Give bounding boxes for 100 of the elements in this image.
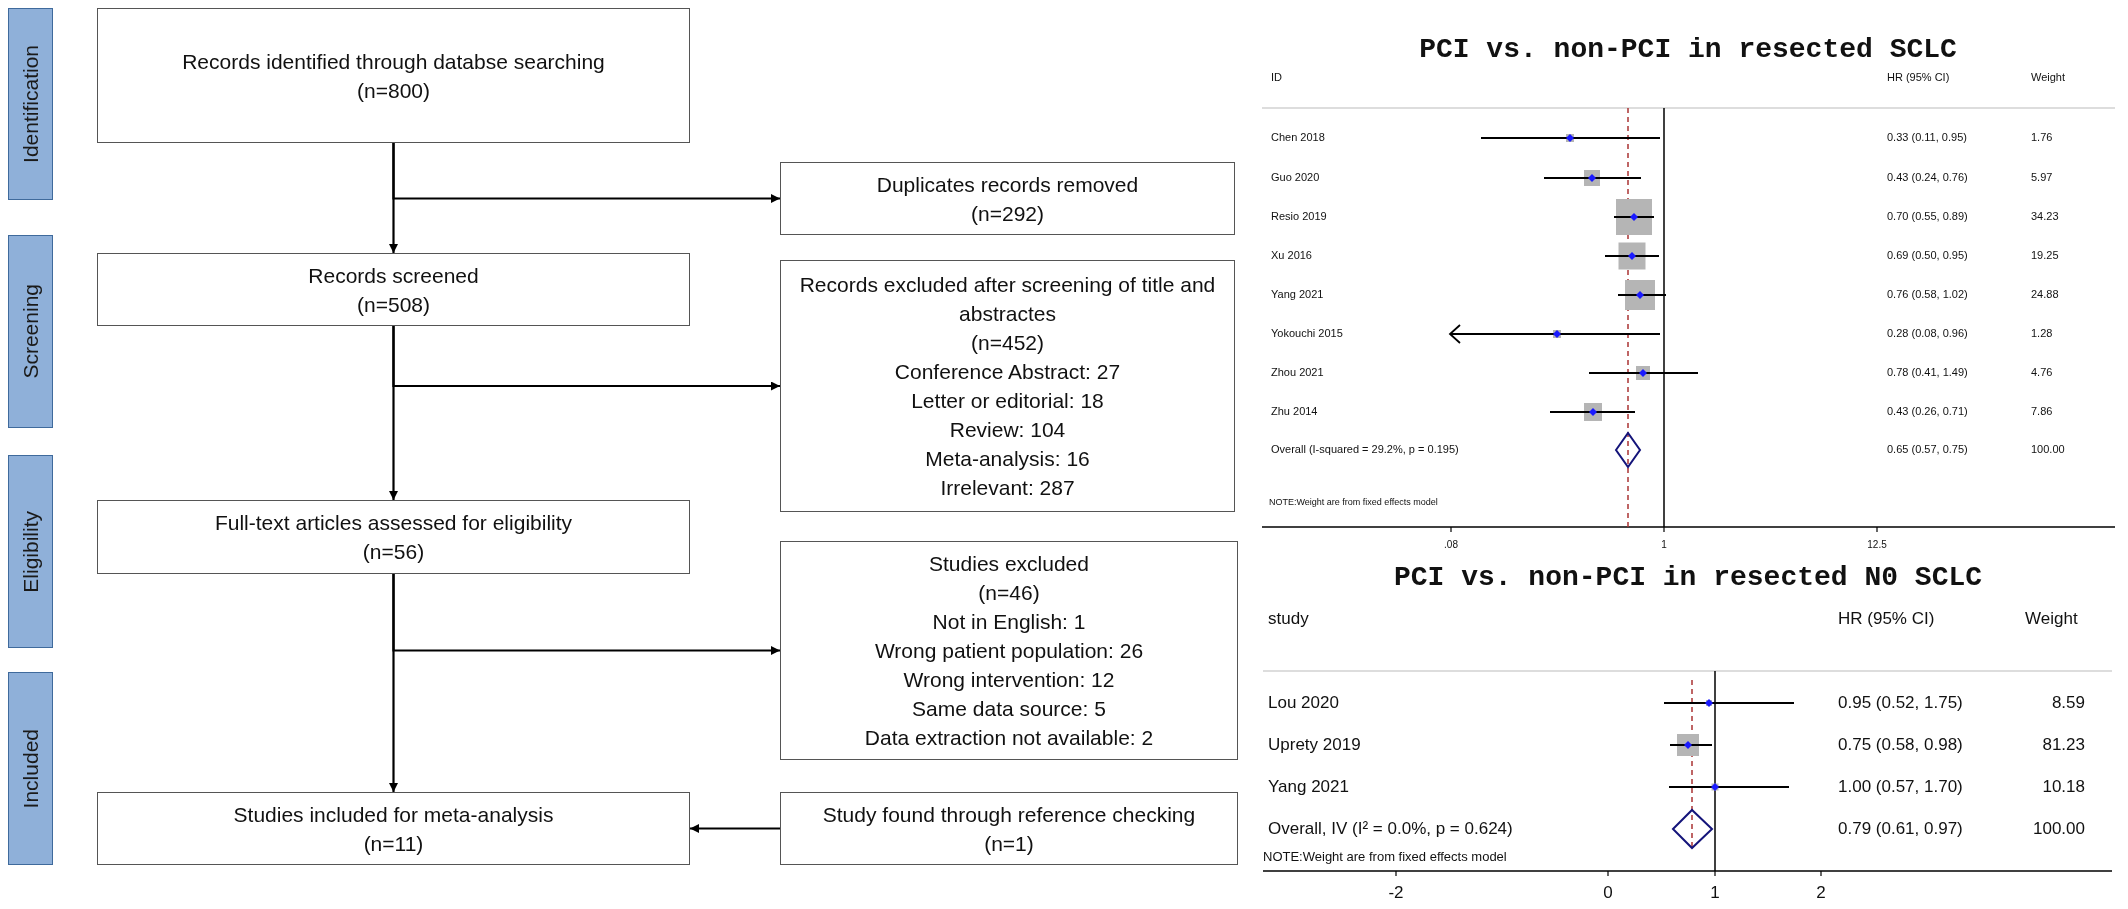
- weight-value: 34.23: [2031, 210, 2059, 224]
- column-header: Weight: [2031, 71, 2066, 85]
- box-text: Conference Abstract: 27: [894, 359, 1121, 385]
- box-text: (n=56): [362, 539, 425, 565]
- study-label: Resio 2019: [1271, 210, 1327, 224]
- stage-band: [8, 235, 53, 428]
- stage-band: [8, 672, 53, 865]
- stage-band: [8, 8, 53, 200]
- hr-value: 0.95 (0.52, 1.75): [1838, 692, 1963, 714]
- box-text: Review: 104: [949, 417, 1066, 443]
- study-label: Overall, IV (I² = 0.0%, p = 0.624): [1268, 818, 1513, 840]
- chart-title: PCI vs. non-PCI in resected SCLC: [1419, 33, 1957, 67]
- process-box: [97, 8, 690, 143]
- process-box: [97, 500, 690, 574]
- arrow: [392, 574, 780, 655]
- study-label: Overall (I-squared = 29.2%, p = 0.195): [1271, 443, 1459, 457]
- study-label: Chen 2018: [1271, 131, 1325, 145]
- study-label: Yang 2021: [1271, 288, 1324, 302]
- chart-title: PCI vs. non-PCI in resected N0 SCLC: [1393, 561, 1983, 595]
- box-text: Records screened: [308, 262, 479, 289]
- box-text: (n=800): [357, 77, 430, 104]
- box-text: Not in English: 1: [932, 609, 1086, 635]
- weight-value: 4.76: [2031, 366, 2053, 380]
- stage-label: Identification: [18, 45, 43, 163]
- arrow: [392, 143, 780, 203]
- column-header: Weight: [2025, 608, 2078, 630]
- hr-value: 0.33 (0.11, 0.95): [1887, 131, 1967, 145]
- hr-value: 0.78 (0.41, 1.49): [1887, 366, 1968, 380]
- arrow: [392, 326, 780, 391]
- box-text: Wrong patient population: 26: [874, 638, 1144, 664]
- axis-tick-label: 1: [1661, 539, 1667, 551]
- box-text: Studies included for meta-analysis: [233, 801, 554, 828]
- hr-value: 1.00 (0.57, 1.70): [1838, 776, 1963, 798]
- box-text: Studies excluded: [929, 551, 1089, 577]
- study-label: Zhou 2021: [1271, 366, 1324, 380]
- box-text: Same data source: 5: [912, 696, 1106, 722]
- hr-value: 0.75 (0.58, 0.98): [1838, 734, 1963, 756]
- column-header: ID: [1271, 71, 1282, 85]
- weight-value: 5.97: [2031, 171, 2053, 185]
- box-text: Records excluded after screening of title and abstractes: [798, 272, 1217, 327]
- box-text: Wrong intervention: 12: [903, 667, 1115, 693]
- box-text: Records identified through databse searching: [182, 48, 605, 75]
- axis-tick-label: 0: [1603, 882, 1613, 904]
- column-header: HR (95% CI): [1887, 71, 1950, 85]
- box-text: (n=452): [971, 330, 1044, 356]
- weight-value: 7.86: [2031, 405, 2053, 419]
- process-box: [97, 792, 690, 865]
- hr-value: 0.70 (0.55, 0.89): [1887, 210, 1968, 224]
- hr-value: 0.43 (0.24, 0.76): [1887, 171, 1968, 185]
- process-box: [780, 792, 1238, 865]
- weight-value: 100.00: [2033, 818, 2085, 840]
- hr-value: 0.43 (0.26, 0.71): [1887, 405, 1968, 419]
- study-label: Yang 2021: [1268, 776, 1349, 798]
- hr-value: 0.69 (0.50, 0.95): [1887, 249, 1968, 263]
- box-text: (n=11): [363, 830, 424, 857]
- study-label: Xu 2016: [1271, 249, 1312, 263]
- stage-label: Included: [18, 728, 43, 809]
- column-header: HR (95% CI): [1838, 608, 1935, 630]
- note-text: NOTE:Weight are from fixed effects model: [1269, 496, 1438, 508]
- box-text: Meta-analysis: 16: [925, 446, 1090, 472]
- study-label: Zhu 2014: [1271, 405, 1318, 419]
- note-text: NOTE:Weight are from fixed effects model: [1263, 849, 1507, 865]
- box-text: (n=46): [978, 580, 1040, 606]
- box-text: (n=292): [971, 200, 1044, 227]
- study-label: Guo 2020: [1271, 171, 1320, 185]
- weight-value: 8.59: [2051, 692, 2085, 714]
- hr-value: 0.65 (0.57, 0.75): [1887, 443, 1968, 457]
- study-label: Uprety 2019: [1268, 734, 1361, 756]
- axis-tick-label: -2: [1388, 882, 1404, 904]
- process-box: [780, 541, 1238, 760]
- stage-label: Eligibility: [18, 510, 43, 593]
- weight-value: 1.76: [2031, 131, 2053, 145]
- column-header: study: [1268, 608, 1309, 630]
- axis-tick-label: .08: [1444, 539, 1458, 551]
- box-text: Letter or editorial: 18: [911, 388, 1104, 414]
- box-text: (n=1): [984, 830, 1034, 857]
- weight-value: 100.00: [2031, 443, 2065, 457]
- box-text: Irrelevant: 287: [940, 475, 1075, 501]
- study-label: Yokouchi 2015: [1271, 327, 1343, 341]
- weight-value: 81.23: [2042, 734, 2085, 756]
- box-text: Full-text articles assessed for eligibility: [214, 510, 573, 536]
- weight-value: 10.18: [2042, 776, 2085, 798]
- process-box: [780, 260, 1235, 512]
- arrow: [690, 824, 780, 833]
- process-box: [780, 162, 1235, 235]
- box-text: Data extraction not available: 2: [864, 725, 1154, 751]
- box-text: Duplicates records removed: [876, 171, 1139, 198]
- weight-value: 24.88: [2031, 288, 2059, 302]
- axis-tick-label: 2: [1816, 882, 1826, 904]
- hr-value: 0.76 (0.58, 1.02): [1887, 288, 1968, 302]
- process-box: [97, 253, 690, 326]
- weight-value: 1.28: [2031, 327, 2053, 341]
- axis-tick-label: 12.5: [1867, 539, 1887, 551]
- box-text: Study found through reference checking: [822, 801, 1196, 828]
- hr-value: 0.28 (0.08, 0.96): [1887, 327, 1968, 341]
- stage-band: [8, 455, 53, 648]
- weight-value: 19.25: [2031, 249, 2059, 263]
- study-label: Lou 2020: [1268, 692, 1339, 714]
- box-text: (n=508): [357, 291, 430, 318]
- stage-label: Screening: [18, 284, 43, 379]
